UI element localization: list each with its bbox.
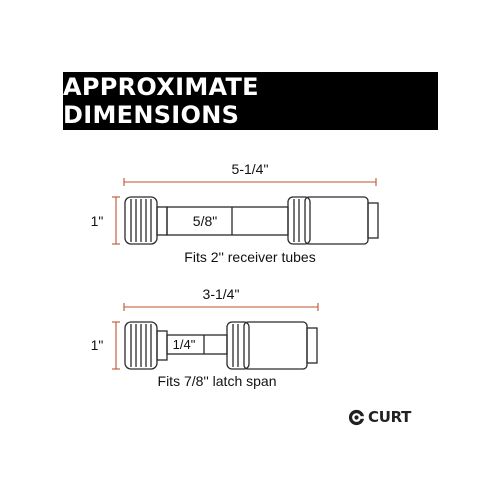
pin-2-height-label: 1": [91, 337, 104, 353]
pin-2-drawing: [124, 321, 318, 370]
pin-1-drawing: [124, 196, 379, 245]
page-title: APPROXIMATE DIMENSIONS: [63, 73, 259, 129]
pin-1-length-dimension: [123, 178, 377, 186]
pin-1-shaft-label: 5/8": [193, 213, 217, 229]
brand-logo: CURT: [348, 408, 411, 426]
curt-emblem-icon: [348, 409, 365, 425]
pin-2-shaft-label: 1/4": [173, 337, 196, 352]
title-banner: APPROXIMATE DIMENSIONS: [63, 72, 438, 130]
pin-2-length-label: 3-1/4": [203, 286, 240, 302]
pin-1-height-label: 1": [91, 213, 104, 229]
pin-1-caption: Fits 2'' receiver tubes: [184, 249, 315, 265]
pin-1-length-label: 5-1/4": [232, 161, 269, 177]
pin-2-height-dimension: [112, 321, 120, 370]
pin-1-height-dimension: [112, 196, 120, 245]
pin-2-caption: Fits 7/8'' latch span: [158, 373, 277, 389]
pin-2-length-dimension: [123, 303, 319, 311]
brand-name: CURT: [368, 408, 412, 426]
